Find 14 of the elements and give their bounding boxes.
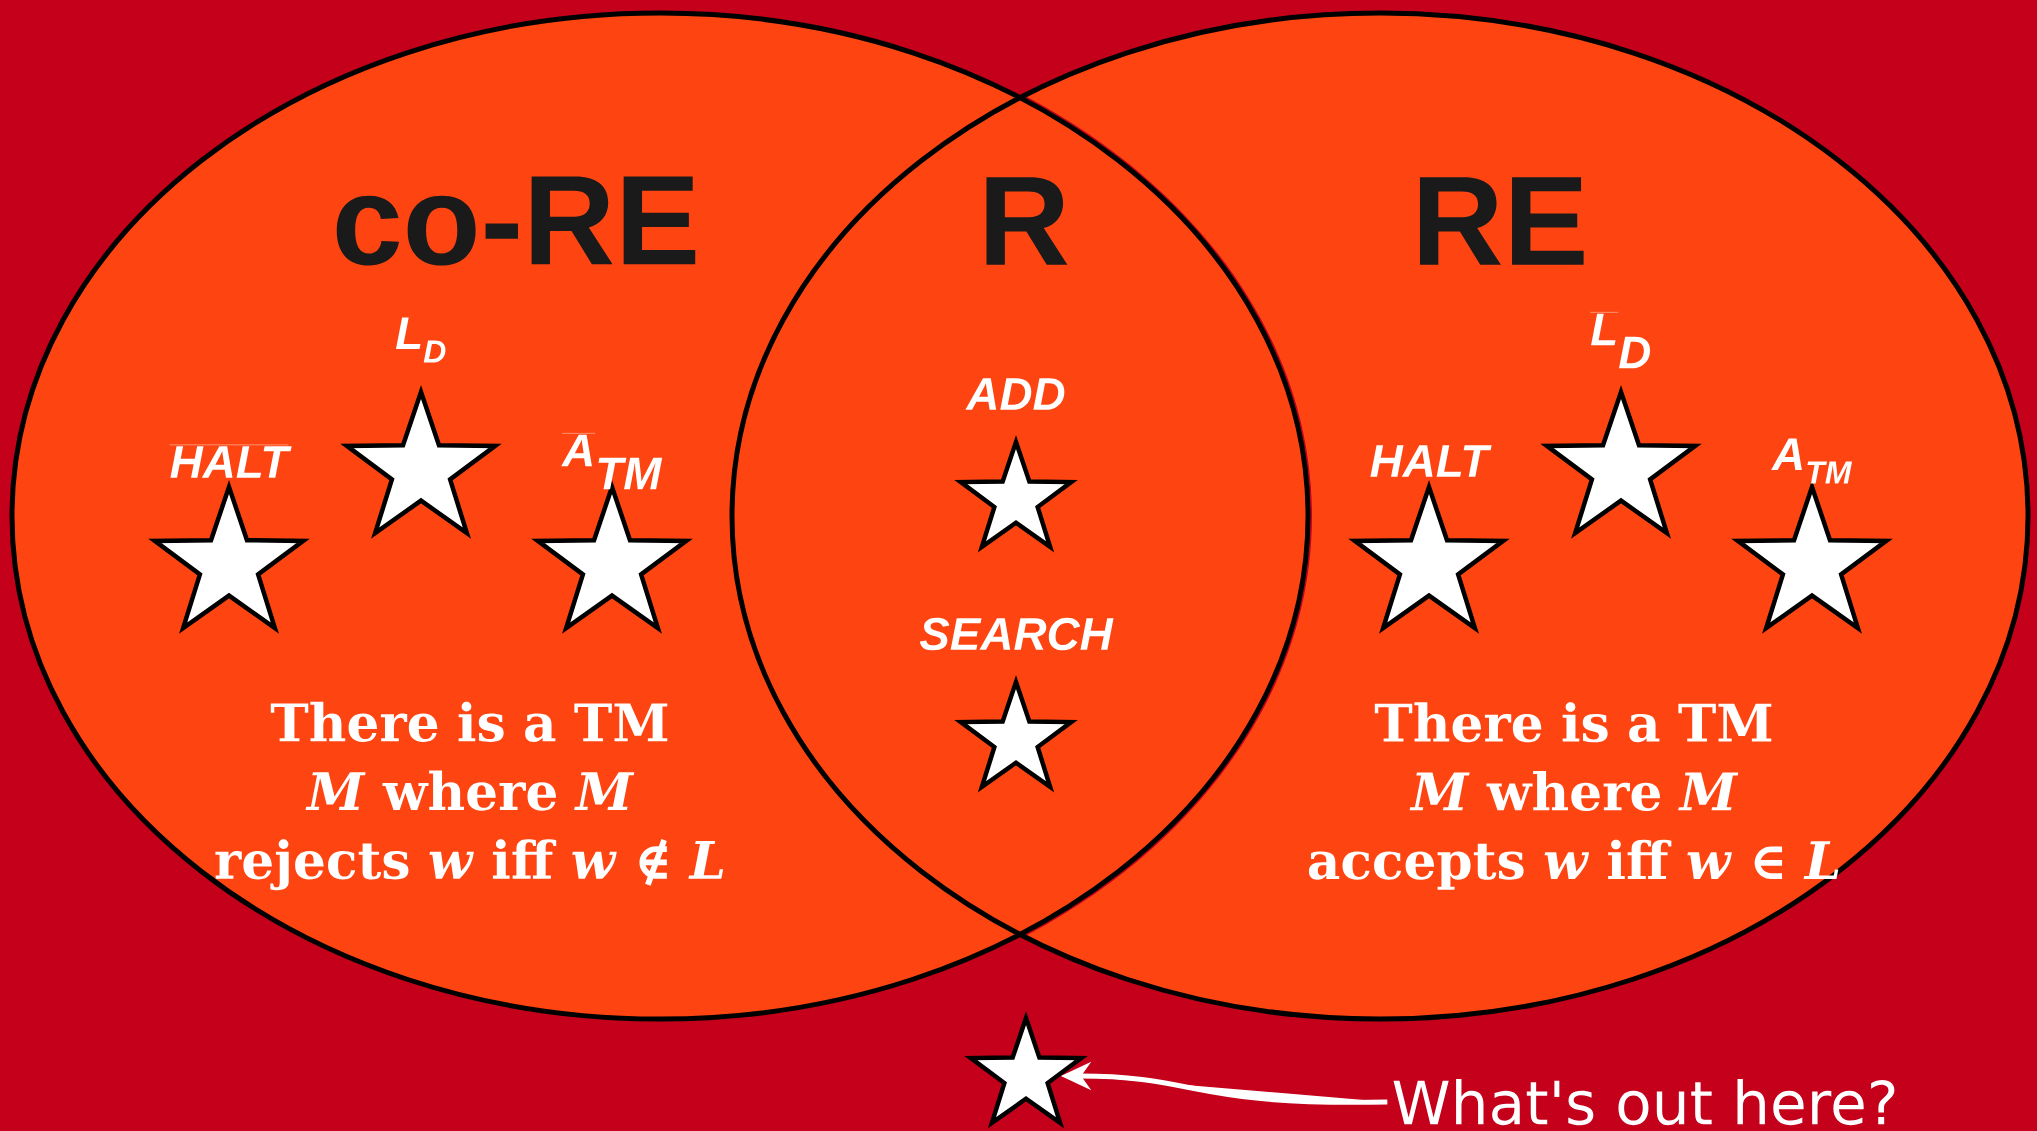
star-label: $\overline{\textbf{\textit{HALT}}}$ bbox=[169, 444, 292, 478]
star-label: L$_{D}$ bbox=[396, 317, 446, 363]
set-title: RE bbox=[1419, 177, 1584, 265]
star-label: $\overline{\textbf{\textit{L}}}_{\textbf{D}}$ bbox=[1590, 312, 1650, 369]
star-label: A$_{TM}$ bbox=[1771, 438, 1853, 484]
star-label: SEARCH bbox=[919, 617, 1114, 651]
set-title: co-RE bbox=[336, 176, 696, 266]
star-label: HALT bbox=[1370, 445, 1492, 477]
star-label: $\overline{\textbf{A}}_{\textbf{TM}}$ bbox=[561, 433, 663, 490]
description-text: There is a TM M where M accepts w iff w ∈ L bbox=[1308, 702, 1839, 890]
region-label: R bbox=[986, 177, 1068, 265]
description-text: There is a TM M where M rejects w iff w ∉ L bbox=[215, 701, 724, 891]
star-label: ADD bbox=[965, 378, 1065, 410]
question-text: What's out here? bbox=[1393, 1078, 1895, 1126]
